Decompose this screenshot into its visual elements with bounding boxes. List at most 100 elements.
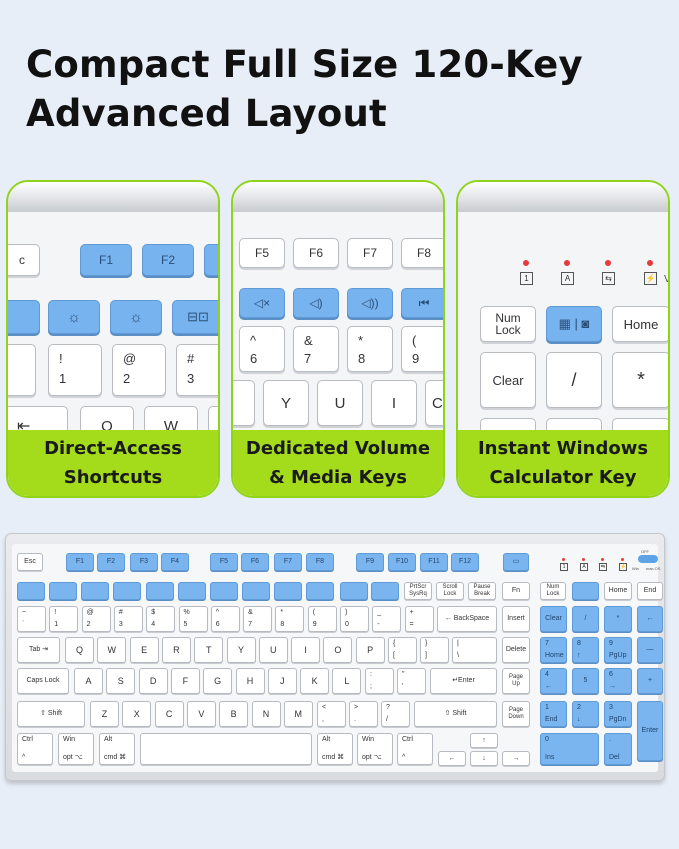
numpad-4-key[interactable]: 4← bbox=[540, 668, 567, 694]
caps-lock-key[interactable]: Caps Lock bbox=[17, 668, 69, 694]
key-plus[interactable]: += bbox=[404, 606, 434, 632]
key-k[interactable]: K bbox=[300, 668, 330, 694]
f3-key[interactable]: F3 bbox=[130, 553, 158, 571]
f5-key[interactable]: F5 bbox=[210, 553, 238, 571]
numpad-dot-key[interactable]: .Del bbox=[604, 733, 632, 765]
prtscr-key[interactable]: PrtScr SysRq bbox=[404, 582, 432, 600]
key-period[interactable]: >. bbox=[349, 701, 378, 727]
backspace-key[interactable]: ← BackSpace bbox=[437, 606, 497, 632]
key-1[interactable]: !1 bbox=[49, 606, 79, 632]
key-0[interactable]: )0 bbox=[340, 606, 369, 632]
key-i[interactable]: I bbox=[291, 637, 321, 663]
numpad-enter-key[interactable]: Enter bbox=[637, 701, 663, 761]
calculator-key[interactable] bbox=[572, 582, 599, 600]
right-shift-key[interactable]: ⇧ Shift bbox=[414, 701, 497, 727]
pause-key[interactable]: Pause Break bbox=[468, 582, 496, 600]
key-8[interactable]: *8 bbox=[275, 606, 305, 632]
numpad-multiply-key[interactable]: * bbox=[604, 606, 632, 632]
key-4[interactable]: $4 bbox=[146, 606, 176, 632]
media-key-1[interactable] bbox=[17, 582, 45, 600]
media-key-12[interactable] bbox=[371, 582, 399, 600]
media-key-6[interactable] bbox=[178, 582, 206, 600]
key-7[interactable]: &7 bbox=[243, 606, 273, 632]
key-d[interactable]: D bbox=[138, 668, 168, 694]
key-a[interactable]: A bbox=[74, 668, 103, 694]
num-lock-key[interactable]: Num Lock bbox=[540, 582, 566, 600]
key-comma[interactable]: <, bbox=[317, 701, 346, 727]
media-key-5[interactable] bbox=[146, 582, 174, 600]
key-backslash[interactable]: |\ bbox=[452, 637, 497, 663]
arrow-right-key[interactable]: → bbox=[502, 751, 530, 766]
f12-key[interactable]: F12 bbox=[451, 553, 479, 571]
delete-key[interactable]: Delete bbox=[502, 637, 530, 663]
key-5[interactable]: %5 bbox=[178, 606, 208, 632]
fn-key[interactable]: Fn bbox=[502, 582, 530, 600]
insert-key[interactable]: Insert bbox=[502, 606, 530, 632]
key-b[interactable]: B bbox=[219, 701, 249, 727]
numpad-minus-key[interactable]: — bbox=[637, 637, 663, 663]
f2-key[interactable]: F2 bbox=[97, 553, 125, 571]
key-v[interactable]: V bbox=[186, 701, 216, 727]
key-h[interactable]: H bbox=[235, 668, 265, 694]
arrow-down-key[interactable]: ↓ bbox=[470, 751, 498, 766]
media-key-2[interactable] bbox=[49, 582, 77, 600]
f1-key[interactable]: F1 bbox=[66, 553, 94, 571]
scroll-lock-key[interactable]: Scroll Lock bbox=[436, 582, 464, 600]
key-f[interactable]: F bbox=[170, 668, 200, 694]
f11-key[interactable]: F11 bbox=[420, 553, 448, 571]
arrow-up-key[interactable]: ↑ bbox=[470, 733, 498, 748]
f4-key[interactable]: F4 bbox=[161, 553, 189, 571]
numpad-back-key[interactable]: ← bbox=[637, 606, 663, 632]
right-ctrl-key[interactable]: Ctrl^ bbox=[397, 733, 433, 765]
left-shift-key[interactable]: ⇧ Shift bbox=[17, 701, 85, 727]
key-m[interactable]: M bbox=[283, 701, 313, 727]
numpad-5-key[interactable]: 5 bbox=[572, 668, 599, 694]
key-x[interactable]: X bbox=[122, 701, 152, 727]
page-down-key[interactable]: Page Down bbox=[502, 701, 530, 727]
media-key-7[interactable] bbox=[210, 582, 238, 600]
key-tilde[interactable]: ~` bbox=[17, 606, 46, 632]
arrow-left-key[interactable]: ← bbox=[438, 751, 466, 766]
media-key-9[interactable] bbox=[274, 582, 302, 600]
key-o[interactable]: O bbox=[323, 637, 353, 663]
key-semicolon[interactable]: :; bbox=[365, 668, 394, 694]
key-g[interactable]: G bbox=[203, 668, 233, 694]
key-2[interactable]: @2 bbox=[81, 606, 111, 632]
media-key-3[interactable] bbox=[81, 582, 109, 600]
end-key[interactable]: End bbox=[637, 582, 663, 600]
key-y[interactable]: Y bbox=[226, 637, 256, 663]
key-slash[interactable]: ?/ bbox=[381, 701, 410, 727]
key-r[interactable]: R bbox=[161, 637, 191, 663]
monitor-key[interactable]: ▭ bbox=[503, 553, 529, 571]
esc-key[interactable]: Esc bbox=[17, 553, 43, 571]
key-n[interactable]: N bbox=[251, 701, 281, 727]
key-l[interactable]: L bbox=[332, 668, 362, 694]
f6-key[interactable]: F6 bbox=[241, 553, 269, 571]
numpad-plus-key[interactable]: + bbox=[637, 668, 663, 694]
page-up-key[interactable]: Page Up bbox=[502, 668, 530, 694]
space-bar[interactable] bbox=[140, 733, 312, 765]
key-right-bracket[interactable]: }] bbox=[420, 637, 449, 663]
key-c[interactable]: C bbox=[154, 701, 184, 727]
f8-key[interactable]: F8 bbox=[306, 553, 334, 571]
media-key-8[interactable] bbox=[242, 582, 270, 600]
key-z[interactable]: Z bbox=[90, 701, 119, 727]
f10-key[interactable]: F10 bbox=[388, 553, 416, 571]
home-key[interactable]: Home bbox=[604, 582, 632, 600]
key-w[interactable]: W bbox=[97, 637, 127, 663]
key-p[interactable]: P bbox=[355, 637, 385, 663]
key-u[interactable]: U bbox=[258, 637, 288, 663]
numpad-8-key[interactable]: 8↑ bbox=[572, 637, 599, 663]
media-key-10[interactable] bbox=[306, 582, 334, 600]
key-quote[interactable]: "' bbox=[397, 668, 426, 694]
numpad-2-key[interactable]: 2↓ bbox=[572, 701, 599, 727]
key-t[interactable]: T bbox=[194, 637, 224, 663]
key-q[interactable]: Q bbox=[65, 637, 94, 663]
enter-key[interactable]: ↵Enter bbox=[430, 668, 497, 694]
